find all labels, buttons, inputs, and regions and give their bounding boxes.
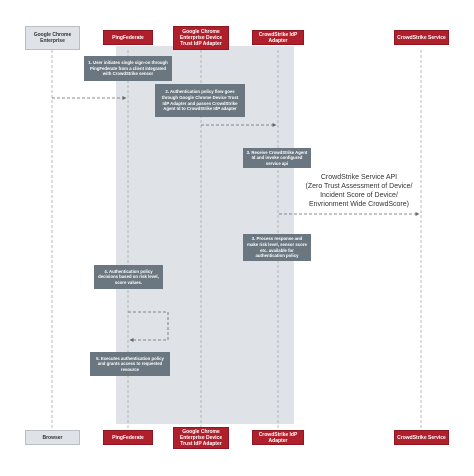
self-loop-pingfederate [128, 311, 169, 342]
actor-label: Google Chrome Enterprise Device Trust Id… [179, 29, 223, 47]
step-3-note: 3. Receive CrowdStrike Agent Id and invo… [243, 148, 311, 168]
actor-label: Google Chrome Enterprise [33, 32, 72, 44]
actor-pingfederate-top: PingFederate [103, 30, 153, 45]
actor-label: Browser [42, 434, 63, 441]
step-2-note: 2. Authentication policy flow goes throu… [155, 84, 245, 117]
actor-cs-service-top: CrowdStrike Service [394, 30, 449, 45]
api-note-line: Incident Score of Device/ [320, 192, 398, 200]
step-5-note: 5. Executes authentication policy and gr… [90, 352, 170, 376]
api-note-line: Envrionment Wide CrowdScore) [309, 201, 409, 209]
actor-label: CrowdStrike IdP Adapter [258, 31, 298, 44]
actor-label: CrowdStrike IdP Adapter [258, 431, 298, 444]
step-3b-note: 3. Process response and make risk level,… [243, 234, 311, 261]
actor-browser-bottom: Browser [25, 430, 80, 445]
actor-label: CrowdStrike Service [397, 34, 446, 41]
api-note-line: CrowdStrike Service API [320, 174, 398, 181]
actor-chrome-adapter-bottom: Google Chrome Enterprise Device Trust Id… [173, 427, 229, 449]
actor-cs-idp-adapter-top: CrowdStrike IdP Adapter [252, 30, 304, 45]
actor-label: Google Chrome Enterprise Device Trust Id… [179, 429, 223, 447]
actor-browser-top: Google Chrome Enterprise [25, 26, 80, 50]
step-1-note: 1. User initiates single sign-on through… [84, 56, 172, 81]
actor-cs-service-bottom: CrowdStrike Service [394, 430, 449, 445]
step-4-note: 4. Authentication policy decisions based… [94, 265, 163, 289]
actor-pingfederate-bottom: PingFederate [103, 430, 153, 445]
api-note-line: (Zero Trust Assessment of Device/ [305, 183, 413, 191]
api-note: CrowdStrike Service API (Zero Trust Asse… [296, 173, 422, 209]
actor-label: CrowdStrike Service [397, 434, 446, 441]
actor-cs-idp-adapter-bottom: CrowdStrike IdP Adapter [252, 430, 304, 445]
actor-label: PingFederate [112, 34, 144, 41]
actor-chrome-adapter-top: Google Chrome Enterprise Device Trust Id… [173, 26, 229, 50]
actor-label: PingFederate [112, 434, 144, 441]
